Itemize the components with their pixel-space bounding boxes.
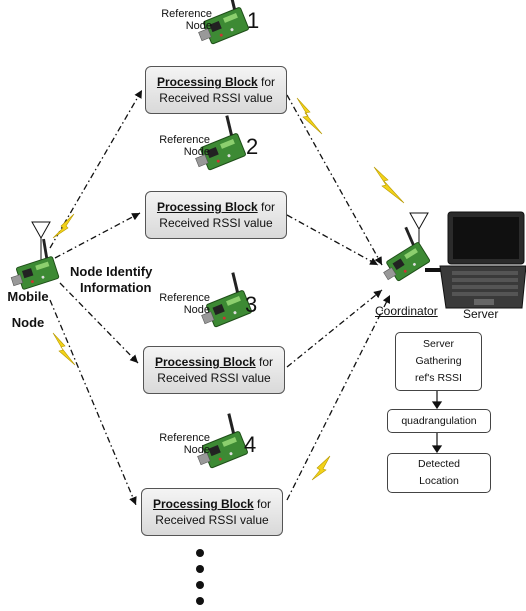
processing-block-3: Processing Block for Received RSSI value (143, 346, 285, 394)
flow-step-location-line1: Detected (417, 458, 461, 470)
flow-step-location: Detected Location (387, 453, 491, 493)
link-mobile-to-block-4 (49, 299, 137, 506)
lightning-icon-4 (311, 455, 331, 481)
mobile-antenna-icon (31, 221, 51, 262)
processing-block-title-suffix: for (257, 75, 276, 89)
processing-block-1: Processing Block for Received RSSI value (145, 66, 287, 114)
server-laptop-icon (439, 211, 526, 309)
flow-step-gathering-line1: Server (423, 338, 454, 350)
processing-block-line2: Received RSSI value (159, 91, 273, 105)
reference-node-number-1: 1 (247, 8, 260, 33)
lightning-icon-1 (296, 97, 323, 135)
processing-block-line2: Received RSSI value (157, 371, 271, 385)
flow-step-gathering-line2: Gathering (415, 355, 462, 367)
link-block-1-to-coordinator (286, 94, 383, 266)
processing-block-title: Processing Block (156, 200, 258, 214)
coordinator-label: Coordinator (375, 304, 438, 318)
mobile-node-label-line2: Node (11, 315, 45, 330)
more-nodes-ellipsis (196, 549, 204, 605)
processing-block-title: Processing Block (154, 355, 256, 369)
link-block-4-to-coordinator (286, 294, 391, 501)
reference-node-number-3: 3 (245, 292, 258, 317)
node-identify-line2: Information (80, 280, 152, 295)
flow-step-location-line2: Location (419, 475, 459, 487)
mobile-node-label: Mobile Node (0, 289, 56, 331)
link-mobile-to-block-2 (54, 212, 141, 259)
node-identify-line1: Node Identify (70, 264, 153, 279)
reference-node-label-4: Reference Node (159, 432, 210, 456)
mobile-node-board-icon (1, 236, 61, 294)
coordinator-antenna-icon (409, 212, 429, 243)
reference-node-number-4: 4 (244, 432, 257, 457)
coordinator-board-icon (368, 224, 432, 287)
processing-block-4: Processing Block for Received RSSI value (141, 488, 283, 536)
reference-node-label-3: Reference Node (159, 292, 210, 316)
processing-block-2: Processing Block for Received RSSI value (145, 191, 287, 239)
reference-node-number-2: 2 (246, 134, 259, 159)
reference-node-label-2: Reference Node (159, 134, 210, 158)
processing-block-title: Processing Block (156, 75, 258, 89)
processing-block-title-suffix: for (255, 355, 274, 369)
flow-step-gathering: Server Gathering ref's RSSI (395, 332, 482, 391)
flow-step-quadrangulation: quadrangulation (387, 409, 491, 433)
link-mobile-to-block-3 (59, 282, 139, 364)
flow-step-gathering-line3: ref's RSSI (415, 372, 462, 384)
processing-block-title-suffix: for (257, 200, 276, 214)
processing-block-line2: Received RSSI value (159, 216, 273, 230)
processing-block-title-suffix: for (253, 497, 272, 511)
processing-block-line2: Received RSSI value (155, 513, 269, 527)
mobile-node-label-line1: Mobile (7, 289, 49, 304)
processing-block-title: Processing Block (152, 497, 254, 511)
link-block-2-to-coordinator (286, 214, 379, 266)
server-label: Server (463, 307, 499, 321)
reference-node-label-1: Reference Node (161, 8, 212, 32)
node-identify-label: Node Identify Information (70, 264, 160, 296)
lightning-icon-5 (373, 166, 405, 204)
lightning-icon-3 (52, 332, 76, 366)
lightning-icon-2 (52, 213, 75, 239)
